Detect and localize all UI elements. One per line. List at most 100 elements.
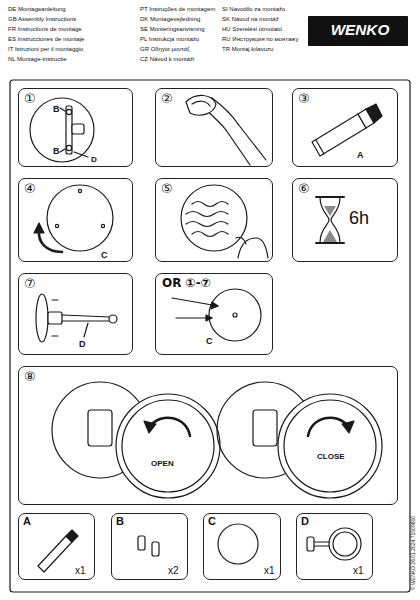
- mirror-rim: [284, 400, 376, 492]
- language-title: DK Montagevejledning: [140, 16, 200, 23]
- duration: 6h: [349, 209, 369, 227]
- language-title: DE Montageanleitung: [8, 6, 66, 13]
- mirror-front: [329, 528, 361, 560]
- mirror-arm: [314, 542, 329, 546]
- quantity: x1: [264, 566, 275, 576]
- mirror-side: [36, 294, 48, 342]
- leader-line: [84, 323, 88, 337]
- part-letter: B: [53, 147, 60, 156]
- language-title: GR Οδηγία μοντάζ: [140, 46, 190, 53]
- hourglass: [320, 197, 340, 243]
- parts-panel: Cx1: [203, 513, 281, 580]
- part-letter: C: [208, 516, 216, 527]
- language-title: SI Navodilo za montažo: [222, 6, 285, 13]
- part-letter: C: [101, 251, 108, 260]
- hourglass-frame: [316, 197, 344, 243]
- outer-frame: [10, 80, 410, 592]
- arrow-head: [206, 315, 212, 321]
- adhesive-tube: [312, 114, 366, 156]
- tube-crimp: [316, 140, 324, 154]
- step-panel: ① B B D: [18, 88, 133, 167]
- mirror-rim: [333, 532, 357, 556]
- mirror-front: [116, 394, 220, 498]
- quantity: x2: [168, 566, 179, 576]
- language-title: FR Instructions de montage: [8, 26, 82, 33]
- screw: [52, 300, 58, 336]
- wipe-wave: [186, 212, 228, 217]
- language-title: SK Návod na montáž: [222, 16, 279, 23]
- parts-panel: Bx2: [111, 513, 188, 580]
- wipe-wave: [192, 232, 228, 237]
- step-panel: ③A: [292, 88, 398, 167]
- brand-name: WENKO: [310, 22, 410, 37]
- language-title: SE Monteringsanvisning: [140, 26, 205, 33]
- mirror-disc: [30, 98, 94, 162]
- step-number: ②: [161, 92, 173, 105]
- quantity: x1: [353, 566, 364, 576]
- turn-arrow: [39, 231, 62, 252]
- arm-joint: [109, 315, 117, 323]
- language-title: PL Instrukcja montażu: [140, 36, 199, 43]
- mirror-rim: [122, 400, 214, 492]
- close-arrow: [308, 418, 348, 436]
- wipe-wave: [192, 202, 228, 207]
- part-letter: A: [357, 151, 364, 160]
- hourglass-sand: [323, 206, 337, 242]
- action-label: CLOSE: [317, 453, 345, 461]
- step-number: ⑦: [24, 277, 36, 290]
- leader-line: [60, 149, 65, 152]
- part-letter: A: [23, 516, 31, 527]
- step-number: OR ①-⑦: [162, 277, 211, 289]
- mirror-disc: [209, 289, 261, 341]
- parts-panel: Dx1: [296, 513, 373, 580]
- screw-hole: [101, 224, 104, 227]
- wipe-wave: [186, 222, 228, 227]
- quantity: x1: [75, 566, 86, 576]
- language-title: CZ Návod k montáži: [140, 56, 194, 63]
- language-title: HU Szerelési útmutató: [222, 26, 282, 33]
- step-panel: ⑥ 6h: [292, 178, 398, 262]
- mount-bracket: [253, 410, 277, 446]
- cloth: [186, 95, 216, 115]
- language-title: GB Assembly Instructions: [8, 16, 76, 23]
- step-panel: ⑦D: [18, 273, 133, 355]
- step-number: ③: [298, 92, 310, 105]
- arrow-head: [342, 421, 354, 433]
- step-panel: ②: [155, 88, 273, 167]
- forearm: [238, 124, 266, 160]
- part-letter: D: [301, 516, 309, 527]
- mirror-disc: [181, 185, 247, 251]
- part-letter: C: [206, 337, 213, 346]
- step-number: ⑥: [298, 182, 310, 195]
- tube-cap: [66, 530, 78, 542]
- step-panel: ④C: [18, 178, 133, 262]
- dowel: [152, 542, 159, 556]
- copyright-note: © WENKO 26.01.2024 71509800: [411, 516, 417, 590]
- arm-holder: [48, 312, 62, 324]
- center-mark: [233, 313, 237, 317]
- language-title: ES Instrucciones de montaje: [8, 36, 84, 43]
- adhesive-tube: [38, 536, 72, 572]
- step-number: ①: [24, 92, 36, 105]
- arrow-head: [211, 302, 218, 309]
- arrow-head: [34, 223, 44, 233]
- mirror-disc: [47, 185, 113, 251]
- finger: [236, 237, 246, 244]
- screw: [66, 145, 71, 150]
- language-title: IT Istruzioni per il montaggio: [8, 46, 83, 53]
- part-letter: B: [116, 516, 124, 527]
- step-panel: ⑤: [155, 178, 273, 262]
- mount-bracket: [88, 410, 112, 446]
- step-panel: OR ①-⑦ C: [155, 273, 273, 355]
- wall-bracket: [66, 106, 72, 154]
- mirror-arm: [62, 315, 110, 321]
- part-letter: D: [79, 340, 86, 349]
- part-letter: D: [91, 156, 97, 164]
- language-title: TR Montaj kılavuzu: [222, 46, 273, 53]
- language-title: NL Montage-instructie: [8, 56, 66, 63]
- screw: [66, 109, 71, 114]
- part-letter: B: [53, 105, 60, 114]
- action-label: OPEN: [151, 460, 174, 468]
